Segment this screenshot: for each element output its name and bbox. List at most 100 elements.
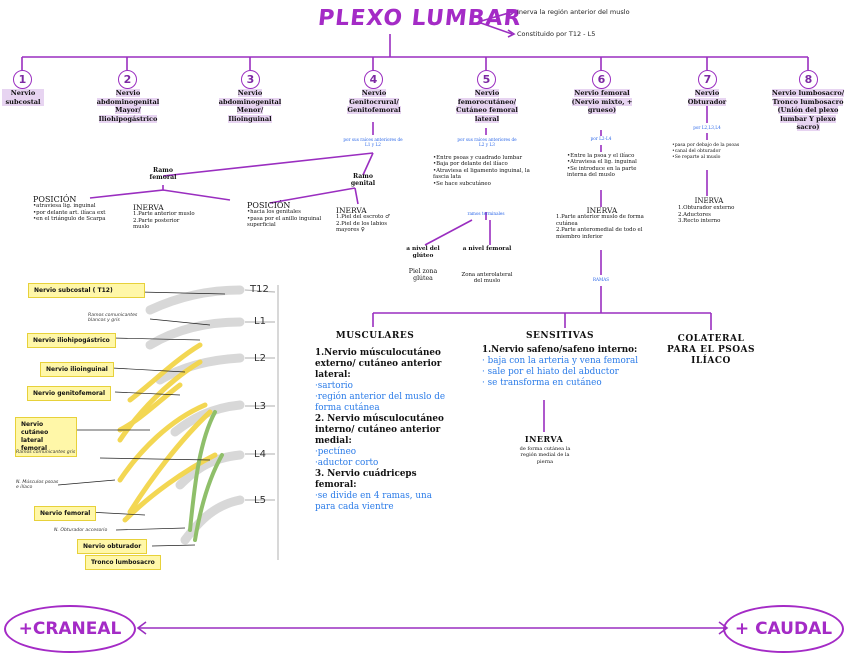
n4-inerva1-title: INERVA [133,203,164,212]
figure-note-ramos-gris: Ramos comunicantes gris [16,450,76,455]
musculares-item: ·sartorio [315,381,353,391]
title-note-1: Inerva la región anterior del muslo [517,8,630,16]
n5-path-item: •Se hace subcutáneo [433,180,491,187]
n6-roots-note: por L2-L4 [590,136,612,141]
sensitivas-item: · baja con la arteria y vena femoral [482,356,639,366]
n4-pos2-item: •pasa por el anillo inguinal superficial [247,215,322,229]
nerve-name-5: Nervio femorocutáneo/ Cutáneo femoral la… [456,89,518,123]
nerve-number-2: 2 [118,70,137,89]
figure-label-femoral: Nervio femoral [34,506,97,521]
nerve-name-7: Nervio Obturador [687,89,727,106]
sensitivas-inerva-text: de forma cutánea la región medial de la … [519,446,571,465]
n6-inerva: INERVA 1.Parte anterior muslo de forma c… [556,207,648,240]
level-L5: L5 [254,495,266,506]
n6-ramas-note: RAMAS [592,277,610,282]
level-L1: L1 [254,316,266,327]
nerve-number-6: 6 [592,70,611,89]
n5-femoral-text: Zona anterolateral del muslo [461,272,513,285]
n4-inerva2-item: 2.Piel de los labios mayores ♀ [336,220,388,234]
n5-path-item: •Atraviesa el ligamento inguinal, la fas… [433,167,530,181]
nerve-number-8: 8 [799,70,818,89]
nerve-name-8: Nervio lumbosacro/ Tronco lumbosacro (Un… [771,89,845,132]
level-L4: L4 [254,449,266,460]
musculares-item: ·se divide en 4 ramas, una para cada vie… [315,491,432,512]
n6-path-item: •Se introduce en la parte interna del mu… [567,165,637,179]
n4-inerva1-item: 2.Parte posterior muslo [133,217,180,231]
sensitivas-inerva-title: INERVA [524,434,564,444]
n4-pos2-item: •hacia los genitales [247,209,301,216]
n4-femoral-branch: Ramo femoral [149,167,177,182]
level-T12: T12 [250,284,269,295]
n7-path-item: •Se reparte al muslo [672,155,721,160]
n5-femoral-title: a nivel femoral [462,246,512,252]
musculares-item: ·aductor corto [315,458,379,468]
figure-note-psoas: N. Músculos psoas e ilíaco [16,480,59,490]
n6-inerva-title: INERVA [586,206,618,215]
n4-genital-branch: Ramo genital [350,173,376,188]
sensitivas-title: SENSITIVAS [526,331,594,341]
n6-path: •Entre la psoa y el ilíaco •Atraviesa el… [567,153,657,179]
figure-label-cutaneo-lateral: Nervio cutáneo lateral femoral [15,417,77,457]
figure-note-ramos-blancos: Ramos comunicantes blancos y gris [88,313,138,323]
n5-gluteo-title: a nivel del glúteo [406,246,440,260]
n6-path-item: •Entre la psoa y el ilíaco [567,153,635,159]
level-L2: L2 [254,353,266,364]
page-title: PLEXO LUMBAR [316,6,523,31]
nerve-name-6: Nervio femoral (Nervio mixto, + grueso) [571,89,633,115]
n4-inerva2-item: 1.Piel del escroto ♂ [336,214,390,221]
nerve-number-4: 4 [364,70,383,89]
musculares-item: ·región anterior del muslo de forma cutá… [315,392,446,413]
sensitivas-item: 1.Nervio safeno/safeno interno: [482,345,638,355]
level-L3: L3 [254,401,266,412]
n4-inerva1-item: 1.Parte anterior muslo [133,211,195,218]
musculares-list: 1.Nervio músculocutáneo externo/ cutáneo… [315,348,450,513]
nerve-name-2: Nervio abdominogenital Mayor/ Iliohipogá… [96,89,160,123]
figure-label-subcostal: Nervio subcostal ( T12) [28,283,145,298]
n6-inerva-item: 2.Parte anteromedial de todo el miembro … [556,227,643,240]
n4-pos2-title: POSICIÓN [247,201,291,210]
lumbar-plexus-illustration [57,285,279,560]
musculares-title: MUSCULARES [335,331,415,341]
n4-genital-position: POSICIÓN •hacia los genitales •pasa por … [247,201,325,229]
sensitivas-list: 1.Nervio safeno/safeno interno: · baja c… [482,345,642,389]
n5-path: •Entre psoas y cuadrado lumbar •Baja por… [433,155,533,187]
caudal-label: + CAUDAL [723,605,844,653]
n4-femoral-inerva: INERVA 1.Parte anterior muslo 2.Parte po… [133,204,195,231]
musculares-item: 3. Nervio cuádriceps femoral: [315,469,417,490]
nerve-number-3: 3 [241,70,260,89]
n6-path-item: •Atraviesa el lig. inguinal [567,159,637,166]
colateral-title: COLATERAL PARA EL PSOAS ILÍACO [666,334,756,366]
n5-gluteo-text: Piel zona glútea [408,268,438,283]
sensitivas-item: · se transforma en cutáneo [482,378,602,388]
nerve-name-4: Nervio Genitocrural/ Genitofemoral [347,89,401,115]
nerve-number-5: 5 [477,70,496,89]
figure-note-obturador-accesorio: N. Obturador accesorio [54,528,108,533]
n7-path-item: •pasa por debajo de la psoas [672,143,740,148]
n6-inerva-item: 1.Parte anterior muslo de forma cutánea [556,214,644,227]
n7-inerva: INERVA 1.Obturador externo 2.Aductores 3… [678,197,740,225]
n7-path-item: •canal del obturador [672,149,721,154]
n5-path-item: •Entre psoas y cuadrado lumbar [433,155,523,161]
n4-roots-note: por sus raíces anteriores de L1 y L2 [343,137,403,147]
figure-label-ilioinguinal: Nervio ilioinguinal [40,362,114,377]
nerve-number-1: 1 [13,70,32,89]
n7-inerva-item: 3.Recto interno [678,218,721,225]
nerve-name-1: Nervio subcostal [2,89,44,107]
nerve-number-7: 7 [698,70,717,89]
musculares-item: 1.Nervio músculocutáneo externo/ cutáneo… [315,348,442,380]
musculares-item: ·pectíneo [315,447,357,457]
n4-pos1-title: POSICIÓN [33,195,77,204]
n5-roots-note: por sus raíces anteriores de L2 y L3 [457,137,517,147]
figure-label-iliohipogastrico: Nervio iliohipogástrico [27,333,116,348]
n7-inerva-title: INERVA [694,197,724,205]
n4-pos1-item: •en el triángulo de Scarpa [33,216,106,223]
n4-inerva2-title: INERVA [336,206,367,215]
n5-path-item: •Baja por delante del ilíaco [433,161,508,168]
figure-label-tronco-lumbosacro: Tronco lumbosacro [85,555,161,570]
figure-label-genitofemoral: Nervio genitofemoral [27,386,112,401]
musculares-item: 2. Nervio músculocutáneo interno/ cutáne… [315,414,444,446]
n4-pos1-item: •por delante art. ilíaca ext [33,209,106,216]
n7-path: •pasa por debajo de la psoas •canal del … [672,143,752,161]
n7-inerva-item: 2.Aductores [678,211,711,218]
